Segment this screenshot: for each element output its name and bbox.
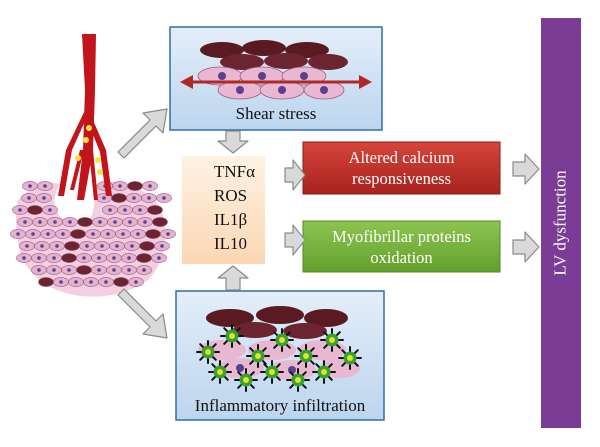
calcium-responsiveness-box	[302, 141, 501, 195]
inflammatory-infiltration-label: Inflammatory infiltration	[194, 396, 366, 415]
mediator-il1-beta: IL1β	[214, 210, 248, 229]
arrow-heart-to-inflammation	[117, 288, 168, 339]
calcium-line-1: Altered calcium	[348, 148, 455, 167]
mediator-il10: IL10	[214, 234, 248, 253]
arrow-myofibrillar-to-lv	[512, 231, 540, 263]
lv-dysfunction-bar	[541, 18, 581, 428]
mediators-list: TNFα ROS IL1β IL10	[214, 160, 255, 256]
immune-cells	[196, 324, 362, 392]
myofibrillar-line-2: oxidation	[370, 247, 433, 267]
coronary-vessel	[58, 34, 112, 200]
shear-stress-cells	[197, 40, 348, 100]
arrow-mediators-to-myofibrillar	[284, 224, 306, 256]
arrow-inflammation-to-mediators	[217, 265, 249, 291]
myofibrillar-oxidation-text: Myofibrillar proteins oxidation	[303, 221, 500, 272]
mediators-box	[182, 156, 265, 264]
mediator-ros: ROS	[214, 186, 248, 205]
mediator-tnf-alpha: TNFα	[214, 162, 256, 181]
lv-dysfunction-label: LV dysfunction	[551, 170, 570, 276]
arrow-calcium-to-lv	[512, 153, 540, 185]
shear-stress-panel	[169, 26, 383, 131]
calcium-line-2: responsiveness	[352, 169, 451, 188]
myofibrillar-line-1: Myofibrillar proteins	[332, 226, 471, 246]
shear-stress-label: Shear stress	[235, 104, 317, 123]
myofibrillar-oxidation-box	[302, 220, 501, 273]
arrow-shear-to-mediators	[217, 130, 249, 154]
tissue-cells	[10, 181, 176, 287]
calcium-responsiveness-text: Altered calcium responsiveness	[303, 142, 500, 194]
lv-dysfunction-label-wrap: LV dysfunction	[541, 18, 581, 428]
arrow-heart-to-shear	[117, 108, 168, 159]
inflammatory-infiltration-panel	[175, 290, 385, 421]
myocardium-illustration	[10, 34, 176, 297]
arrow-mediators-to-calcium	[284, 159, 306, 191]
shear-force-arrow	[180, 75, 372, 89]
